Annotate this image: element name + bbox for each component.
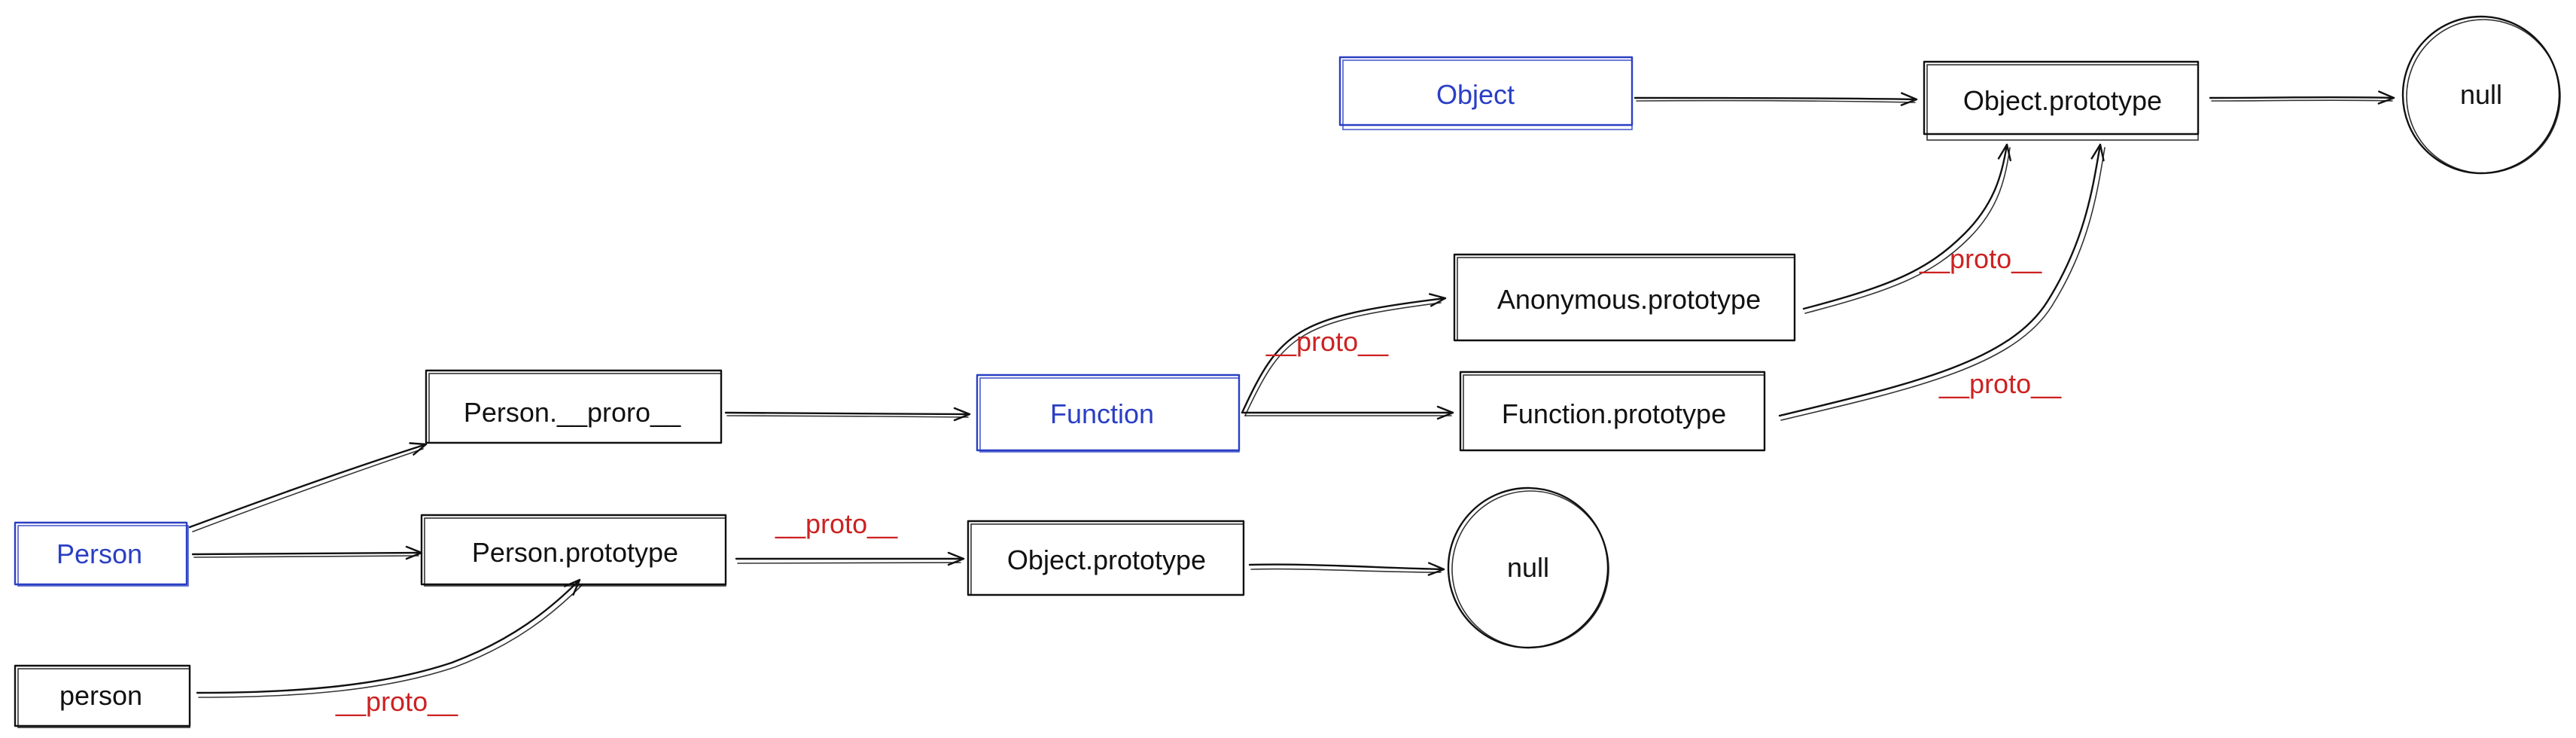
node-null-top: null bbox=[2401, 15, 2561, 175]
node-person-prototype: Person.prototype bbox=[420, 514, 727, 587]
edge-person-prototype-to-object-prototype bbox=[735, 551, 965, 566]
edge-label-function-proto-to-object: __proto__ bbox=[1938, 368, 2062, 399]
edge-function-to-function-prototype bbox=[1242, 405, 1454, 420]
node-object-prototype-bottom-label: Object.prototype bbox=[1007, 544, 1206, 575]
node-function-prototype: Function.prototype bbox=[1459, 371, 1766, 452]
node-person: Person bbox=[14, 521, 189, 587]
node-anonymous-prototype: Anonymous.prototype bbox=[1453, 253, 1796, 342]
node-person-proro-label: Person.__proro__ bbox=[464, 397, 681, 428]
node-function-prototype-label: Function.prototype bbox=[1502, 398, 1726, 429]
node-object-prototype-top: Object.prototype bbox=[1923, 60, 2200, 141]
node-object-prototype-top-label: Object.prototype bbox=[1963, 85, 2162, 116]
node-function-label: Function bbox=[1050, 398, 1154, 429]
node-null-bottom: null bbox=[1447, 486, 1609, 649]
node-person-instance: person bbox=[14, 664, 191, 728]
edge-object-prototype-bottom-to-null bbox=[1248, 562, 1445, 576]
node-person-prototype-label: Person.prototype bbox=[472, 537, 678, 568]
edge-person-proro-to-function bbox=[724, 407, 971, 422]
node-anonymous-prototype-label: Anonymous.prototype bbox=[1497, 284, 1761, 315]
edge-label-anonymous-to-object: __proto__ bbox=[1919, 243, 2042, 274]
edge-object-to-object-prototype bbox=[1634, 92, 1918, 106]
edge-person-to-person-prototype bbox=[191, 545, 423, 560]
edge-function-to-anonymous-prototype bbox=[1241, 293, 1447, 416]
edge-person-to-person-proro bbox=[188, 442, 428, 532]
edge-label-function-to-anonymous: __proto__ bbox=[1265, 326, 1389, 357]
node-object-label: Object bbox=[1436, 79, 1515, 110]
edge-anonymous-to-object-prototype bbox=[1802, 143, 2011, 314]
node-null-top-label: null bbox=[2460, 79, 2502, 110]
edge-label-personproto-to-object: __proto__ bbox=[775, 508, 898, 539]
node-object: Object bbox=[1338, 56, 1634, 130]
edge-label-person-to-personproto: __proto__ bbox=[335, 686, 458, 717]
node-function: Function bbox=[976, 374, 1241, 453]
node-null-bottom-label: null bbox=[1507, 552, 1549, 583]
node-person-label: Person bbox=[56, 538, 142, 569]
node-person-instance-label: person bbox=[59, 680, 142, 711]
edge-function-prototype-to-object-prototype bbox=[1778, 143, 2106, 421]
edge-person-instance-to-person-prototype bbox=[196, 578, 583, 698]
edge-object-prototype-to-null bbox=[2209, 90, 2395, 105]
node-person-proro: Person.__proro__ bbox=[425, 369, 723, 444]
node-object-prototype-bottom: Object.prototype bbox=[967, 520, 1245, 596]
